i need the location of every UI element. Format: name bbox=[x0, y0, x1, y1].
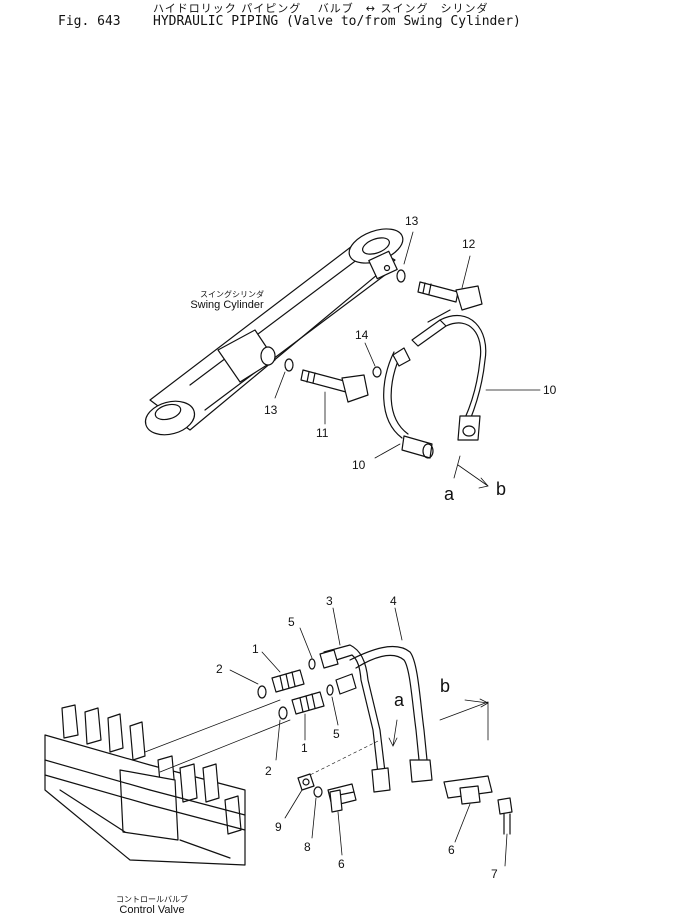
callout-7: 7 bbox=[491, 867, 498, 881]
callout-6-right: 6 bbox=[448, 843, 455, 857]
callout-8: 8 bbox=[304, 840, 311, 854]
swing-cylinder-label-en: Swing Cylinder bbox=[190, 299, 264, 311]
part-11-elbow bbox=[300, 369, 369, 425]
part-5-oring-b bbox=[326, 684, 339, 726]
part-7-bolt bbox=[497, 797, 513, 867]
swing-cylinder-drawing bbox=[144, 228, 404, 436]
callout-2-bottom: 2 bbox=[265, 764, 272, 778]
part-4-tube bbox=[349, 607, 433, 783]
figure-number: Fig. 643 bbox=[58, 14, 121, 29]
callout-11: 11 bbox=[316, 426, 329, 440]
callout-4: 4 bbox=[390, 594, 397, 608]
callout-5-top: 5 bbox=[288, 615, 295, 629]
part-1-fitting-a bbox=[261, 651, 305, 693]
part-13-oring-top bbox=[396, 231, 414, 283]
callout-10-left: 10 bbox=[352, 458, 366, 472]
part-9-nut bbox=[284, 773, 315, 819]
callout-9: 9 bbox=[275, 820, 282, 834]
ref-a-bottom: a bbox=[394, 690, 405, 710]
part-6-clip-a bbox=[327, 783, 357, 856]
control-valve-drawing bbox=[44, 699, 291, 866]
callout-1-bottom: 1 bbox=[301, 741, 308, 755]
part-12-elbow bbox=[417, 255, 483, 311]
ref-arrows-bottom bbox=[299, 698, 489, 781]
part-8-washer bbox=[311, 786, 323, 839]
control-valve-label-jp: コントロールバルブ bbox=[116, 895, 188, 904]
part-10-hoses bbox=[374, 309, 541, 459]
callout-13-bottom: 13 bbox=[264, 403, 278, 417]
ref-b-bottom: b bbox=[440, 676, 451, 696]
callout-10-right: 10 bbox=[543, 383, 557, 397]
callout-5-bottom: 5 bbox=[333, 727, 340, 741]
part-2-oring-a bbox=[229, 669, 267, 699]
part-14-oring bbox=[364, 342, 382, 378]
control-valve-label-en: Control Valve bbox=[119, 904, 185, 916]
part-13-oring-bottom bbox=[274, 358, 294, 399]
ref-b-top: b bbox=[496, 479, 507, 499]
callout-2-top: 2 bbox=[216, 662, 223, 676]
swing-cylinder-label-jp: スイングシリンダ bbox=[200, 290, 264, 299]
callout-1-top: 1 bbox=[252, 642, 259, 656]
ref-a-top: a bbox=[444, 484, 455, 504]
part-5-oring-a bbox=[299, 627, 316, 670]
title-english: HYDRAULIC PIPING (Valve to/from Swing Cy… bbox=[153, 14, 521, 29]
page-header: ハイドロリック パイピング バルブ ↔ スイング シリンダ Fig. 643 H… bbox=[0, 0, 696, 40]
part-6-clip-b bbox=[443, 775, 493, 843]
callout-6-left: 6 bbox=[338, 857, 345, 871]
callout-14: 14 bbox=[355, 328, 369, 342]
ref-arrow-top bbox=[453, 455, 489, 489]
part-1-fitting-b bbox=[291, 691, 325, 741]
title-japanese: ハイドロリック パイピング バルブ ↔ スイング シリンダ bbox=[153, 2, 489, 15]
part-3-tube bbox=[319, 607, 391, 793]
callout-3: 3 bbox=[326, 594, 333, 608]
callout-12: 12 bbox=[462, 237, 476, 251]
part-2-oring-b bbox=[275, 706, 288, 761]
callout-13-top: 13 bbox=[405, 214, 419, 228]
